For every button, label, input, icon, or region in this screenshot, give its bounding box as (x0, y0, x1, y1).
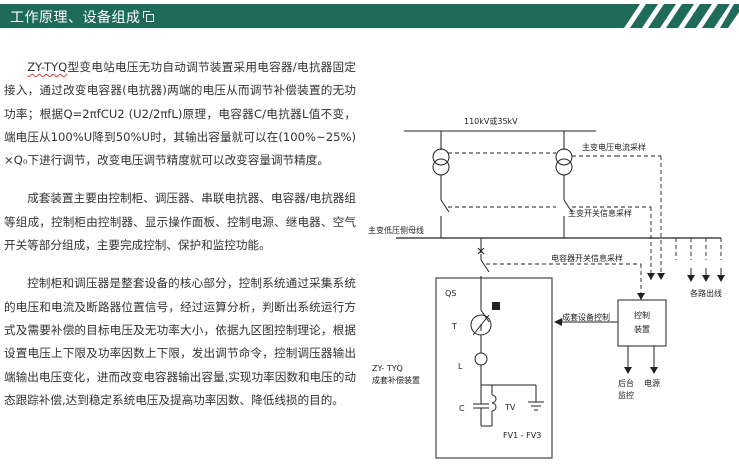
compensation-device-box (435, 277, 553, 459)
qs-label: QS (445, 289, 456, 298)
paragraph-composition: 成套装置主要由控制柜、调压器、串联电抗器、电容器/电抗器组等组成，控制柜由控制器… (4, 191, 356, 253)
control-link-label: 成套设备控制 (562, 312, 610, 322)
tv-coil (491, 394, 497, 412)
switch-sampling-label: 主变开关信息采样 (568, 208, 632, 218)
page-title: 工作原理、设备组成 (10, 7, 154, 27)
backend-line-2: 监控 (618, 390, 634, 400)
backend-arrowhead (624, 367, 632, 374)
wiring-diagram: 110kV或35kV 主变电压电流采样 主变开关信息采样 主变低压侧母线 电容器… (368, 116, 725, 459)
paragraph-principle-text: 型变电站电压无功自动调节装置采用电容器/电抗器固定接入，通过改变电容器(电抗器)… (4, 60, 356, 168)
hv-bus-label: 110kV或35kV (464, 116, 518, 126)
device-feeder-x2 (477, 247, 485, 255)
device-breaker (480, 259, 490, 273)
product-model: ZY-TYQ (27, 60, 68, 74)
fv-label: FV1 - FV3 (503, 431, 541, 440)
control-box-line-2: 装置 (634, 324, 650, 334)
header-bar (0, 4, 739, 28)
power-arrowhead (650, 367, 658, 374)
control-box-line-1: 控制 (634, 310, 650, 320)
cap-switch-sampling-label: 电容器开关信息采样 (551, 253, 623, 263)
t-label: T (451, 322, 457, 331)
switch-sampling-arrowhead (647, 273, 655, 280)
lv-bus-label: 主变低压侧母线 (368, 225, 424, 235)
c-label: C (459, 404, 465, 413)
t2-breaker (563, 199, 573, 213)
power-label: 电源 (644, 378, 660, 388)
device-desc-label: 成套补偿装置 (372, 375, 420, 385)
t2-winding-upper (555, 148, 573, 166)
control-device-box (617, 299, 667, 347)
feeders-label: 各路出线 (690, 288, 722, 298)
feeder-arrow-1 (687, 275, 695, 282)
device-name-label: ZY- TYQ (372, 364, 403, 373)
main-ct-label: 主变电压电流采样 (582, 142, 646, 152)
t1-winding-upper (432, 148, 450, 166)
tv-label: TV (504, 403, 516, 412)
copy-icon (142, 11, 154, 22)
backend-line-1: 后台 (618, 378, 634, 388)
t2-winding-lower (555, 158, 573, 176)
regulator-arrow (472, 314, 490, 336)
page-title-text: 工作原理、设备组成 (10, 10, 141, 26)
paragraph-principle: ZY-TYQ型变电站电压无功自动调节装置采用电容器/电抗器固定接入，通过改变电容… (4, 56, 356, 172)
control-link-arrowhead (554, 318, 562, 326)
feeder-arrow-2 (702, 275, 710, 282)
description-column: ZY-TYQ型变电站电压无功自动调节装置采用电容器/电抗器固定接入，通过改变电容… (4, 56, 356, 427)
paragraph-control: 控制柜和调压器是整套设备的核心部分，控制系统通过采集系统的电压和电流及断路器位置… (4, 276, 356, 407)
t1-breaker (440, 199, 450, 213)
l-label: L (458, 362, 463, 371)
section-header: 工作原理、设备组成 (0, 0, 739, 32)
qs-marker (492, 302, 500, 310)
feeder-arrow-3 (717, 275, 725, 282)
cap-sampling-arrowhead (637, 293, 645, 300)
reactor-coil (474, 352, 488, 366)
t1-winding-lower (432, 158, 450, 176)
ct-sampling-arrowhead (657, 273, 665, 280)
